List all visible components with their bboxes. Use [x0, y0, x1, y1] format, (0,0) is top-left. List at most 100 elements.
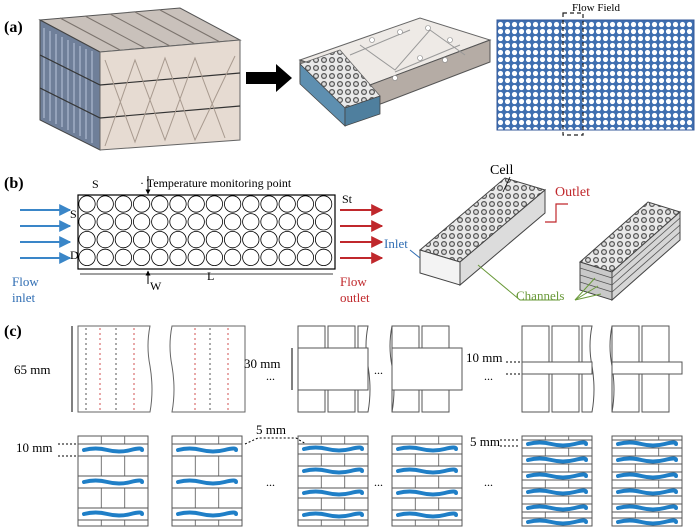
cell-circle	[114, 231, 133, 249]
cell-circle	[133, 248, 151, 266]
flow-outlet-line1: Flow	[340, 274, 367, 289]
coolant-channel	[616, 472, 678, 480]
cell-circle	[78, 248, 96, 266]
module-stacked-layers	[579, 201, 681, 302]
inlet-arrows	[20, 204, 72, 264]
panel-a-label: (a)	[4, 19, 23, 36]
temp-monitoring-label: · Temperature monitoring point	[140, 176, 292, 190]
coolant-channel	[82, 478, 144, 486]
cell-circle	[133, 231, 151, 249]
dim-s-top: S	[92, 177, 99, 191]
cell-circle	[169, 213, 187, 231]
cell-circle	[296, 231, 314, 249]
cell-circle	[114, 195, 133, 213]
coolant-channel	[396, 511, 458, 519]
channel-block	[391, 435, 463, 527]
cell-circle	[242, 195, 260, 213]
cell-circle	[187, 213, 205, 231]
cell-circle	[278, 195, 296, 213]
panel-c: (c) 65 mm 30 mm ... ...	[4, 323, 683, 527]
cell-circle	[151, 248, 169, 266]
coolant-channel	[616, 456, 678, 464]
dim-10-top: 10 mm	[466, 350, 502, 365]
cell-circle	[242, 213, 260, 231]
channels-leaders	[477, 264, 602, 301]
dim-st: St	[342, 192, 353, 206]
coolant-channel	[526, 440, 588, 448]
module-plate	[298, 17, 492, 127]
coolant-channel	[616, 488, 678, 496]
cell-circle	[224, 231, 242, 249]
dim-65: 65 mm	[14, 362, 50, 377]
coolant-channel	[82, 446, 144, 454]
coolant-channel	[526, 504, 588, 512]
cell-circle	[205, 231, 223, 249]
coolant-channel	[526, 472, 588, 480]
cell-circle	[314, 195, 333, 213]
coolant-channel	[616, 518, 678, 526]
cell-circle	[96, 231, 114, 249]
cell-circle	[278, 213, 296, 231]
cell-leader	[502, 176, 511, 193]
module-single-layer	[418, 177, 547, 287]
cell-circle	[169, 231, 187, 249]
ellipsis-c3: ...	[484, 369, 493, 383]
dim-10-bottom: 10 mm	[16, 440, 52, 455]
dim-d: D	[70, 248, 79, 262]
transform-arrow	[246, 64, 292, 92]
cell-circle	[242, 231, 260, 249]
coolant-channel	[526, 488, 588, 496]
cell-circle	[296, 195, 314, 213]
cell-circle	[96, 248, 114, 266]
cell-circle	[187, 248, 205, 266]
coolant-channel	[302, 467, 364, 475]
coolant-channel	[396, 445, 458, 453]
cell-circle	[169, 248, 187, 266]
coolant-channel	[616, 504, 678, 512]
coolant-channel	[176, 510, 238, 518]
cell-circle	[151, 231, 169, 249]
cell-circle	[78, 231, 96, 249]
cell-circle	[78, 195, 96, 213]
dim-30: 30 mm	[244, 356, 280, 371]
cell-circle	[314, 231, 333, 249]
channel-block	[297, 435, 369, 527]
cell-array	[77, 194, 336, 270]
cell-circle	[260, 213, 278, 231]
cell-circle	[114, 248, 133, 266]
cell-circle	[187, 231, 205, 249]
cell-circle	[205, 195, 223, 213]
inlet-leader	[409, 249, 421, 259]
cell-circle	[278, 231, 296, 249]
c-top-group3	[521, 325, 683, 413]
panel-b-label: (b)	[4, 175, 24, 192]
cell-circle	[96, 213, 114, 231]
dim-s-left: S	[70, 207, 77, 221]
flow-inlet-line2: inlet	[12, 290, 35, 305]
cell-circle	[260, 231, 278, 249]
coolant-channel	[82, 510, 144, 518]
ellipsis-c6: ...	[484, 475, 493, 489]
cell-circle	[260, 248, 278, 266]
cell-circle	[133, 213, 151, 231]
cell-circle	[169, 195, 187, 213]
flow-field-grid	[496, 19, 695, 131]
battery-pack-block	[38, 7, 242, 151]
flow-outlet-line2: outlet	[340, 290, 370, 305]
cell-circle	[224, 195, 242, 213]
coolant-channel	[526, 456, 588, 464]
cell-circle	[314, 248, 333, 266]
flow-inlet-line1: Flow	[12, 274, 39, 289]
flow-field-label: Flow Field	[572, 2, 620, 14]
coolant-channel	[302, 445, 364, 453]
ellipsis-c4: ...	[266, 475, 275, 489]
coolant-channel	[396, 467, 458, 475]
cell-circle	[260, 195, 278, 213]
panel-b: (b) · Temperature monitoring point S S D…	[4, 163, 681, 305]
ellipsis-c5: ...	[374, 475, 383, 489]
cell-circle	[224, 248, 242, 266]
flow-field-selection	[562, 12, 584, 136]
cell-circle	[133, 195, 151, 213]
flow-field: Flow Field	[496, 2, 695, 136]
